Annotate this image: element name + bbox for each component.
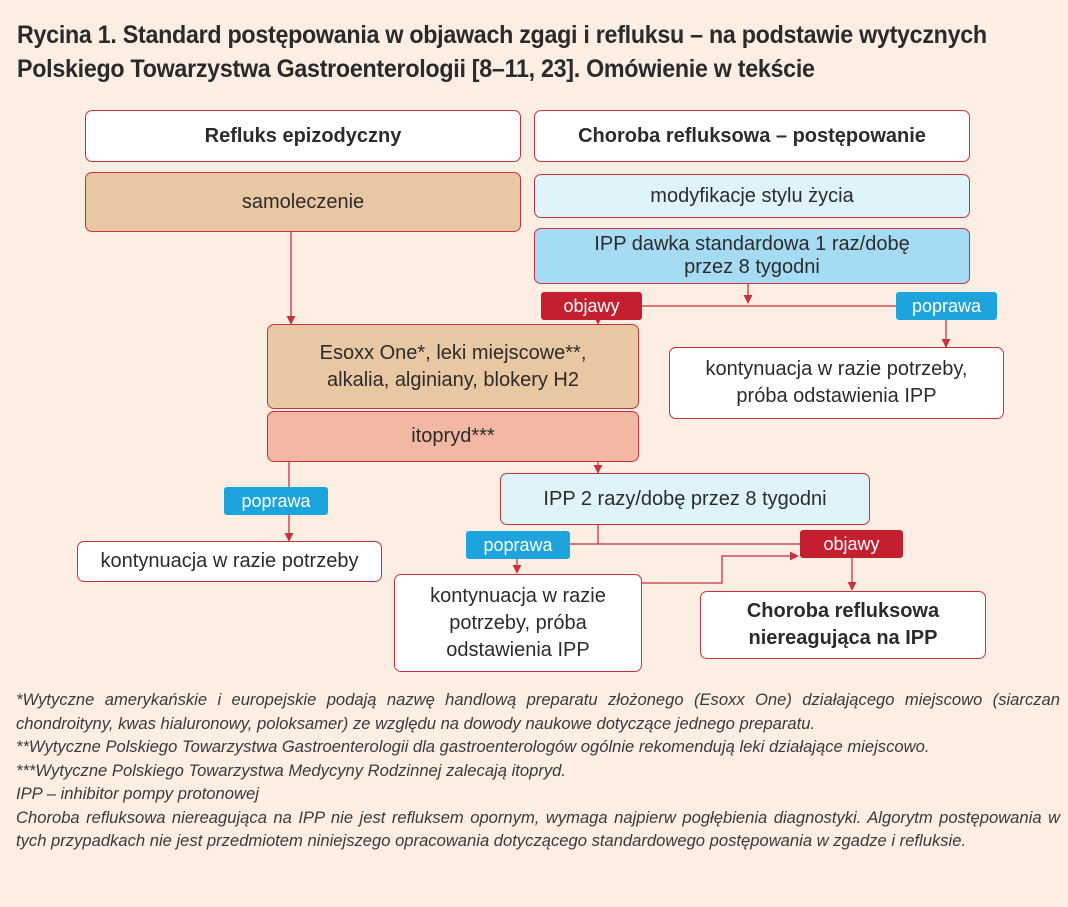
footnotes: *Wytyczne amerykańskie i europejskie pod… [16,688,1060,853]
footnote-2: **Wytyczne Polskiego Towarzystwa Gastroe… [16,737,930,756]
figure-title: Rycina 1. Standard postępowania w objawa… [17,18,987,86]
title-line-2: Polskiego Towarzystwa Gastroenterologii … [17,55,815,83]
node-ppi-standard: IPP dawka standardowa 1 raz/dobę przez 8… [534,228,970,284]
node-gerd-management: Choroba refluksowa – postępowanie [534,110,970,162]
arrow-continue-to-symptoms [642,551,799,584]
title-line-1: Rycina 1. Standard postępowania w objawa… [17,21,987,49]
tag-symptoms-1: objawy [541,292,642,320]
node-self-treatment: samoleczenie [85,172,521,232]
footnote-5: Choroba refluksowa niereagująca na IPP n… [16,807,1060,851]
tag-symptoms-2: objawy [800,530,903,558]
tag-improvement-2: poprawa [224,487,328,515]
node-episodic-reflux: Refluks epizodyczny [85,110,521,162]
node-continue-trial: kontynuacja w razie potrzeby, próba odst… [669,347,1004,419]
node-lifestyle-modification: modyfikacje stylu życia [534,174,970,218]
footnote-3: ***Wytyczne Polskiego Towarzystwa Medycy… [16,760,566,780]
footnote-4: IPP – inhibitor pompy protonowej [16,784,259,803]
node-continue-trial-2: kontynuacja w razie potrzeby, próba odst… [394,574,642,672]
node-refractory-gerd: Choroba refluksowa niereagująca na IPP [700,591,986,659]
node-ppi-double: IPP 2 razy/dobę przez 8 tygodni [500,473,870,525]
node-itopride: itopryd*** [267,411,639,462]
footnote-1: *Wytyczne amerykańskie i europejskie pod… [16,690,1060,733]
node-continue-as-needed: kontynuacja w razie potrzeby [77,541,382,582]
node-esoxx-local: Esoxx One*, leki miejscowe**, alkalia, a… [267,324,639,409]
tag-improvement-1: poprawa [896,292,997,320]
tag-improvement-3: poprawa [466,531,570,559]
